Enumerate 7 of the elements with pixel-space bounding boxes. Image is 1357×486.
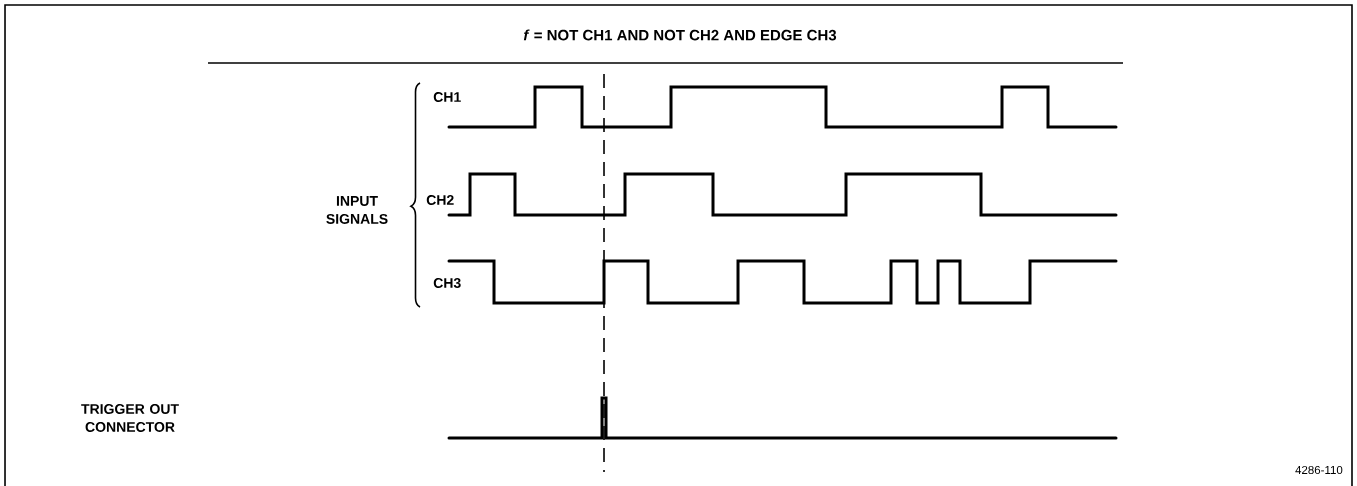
signal-label: CH3 — [433, 278, 461, 288]
title: f = NOT CH1 AND NOT CH2 AND EDGE CH3 — [523, 29, 837, 41]
signal-label: TRIGGER OUT CONNECTOR — [81, 404, 179, 432]
signal-label: 4286-110 — [1295, 465, 1343, 475]
signal-label: INPUT SIGNALS — [326, 196, 388, 224]
signal-label: CH2 — [426, 195, 454, 205]
signal-label: CH1 — [433, 92, 461, 102]
